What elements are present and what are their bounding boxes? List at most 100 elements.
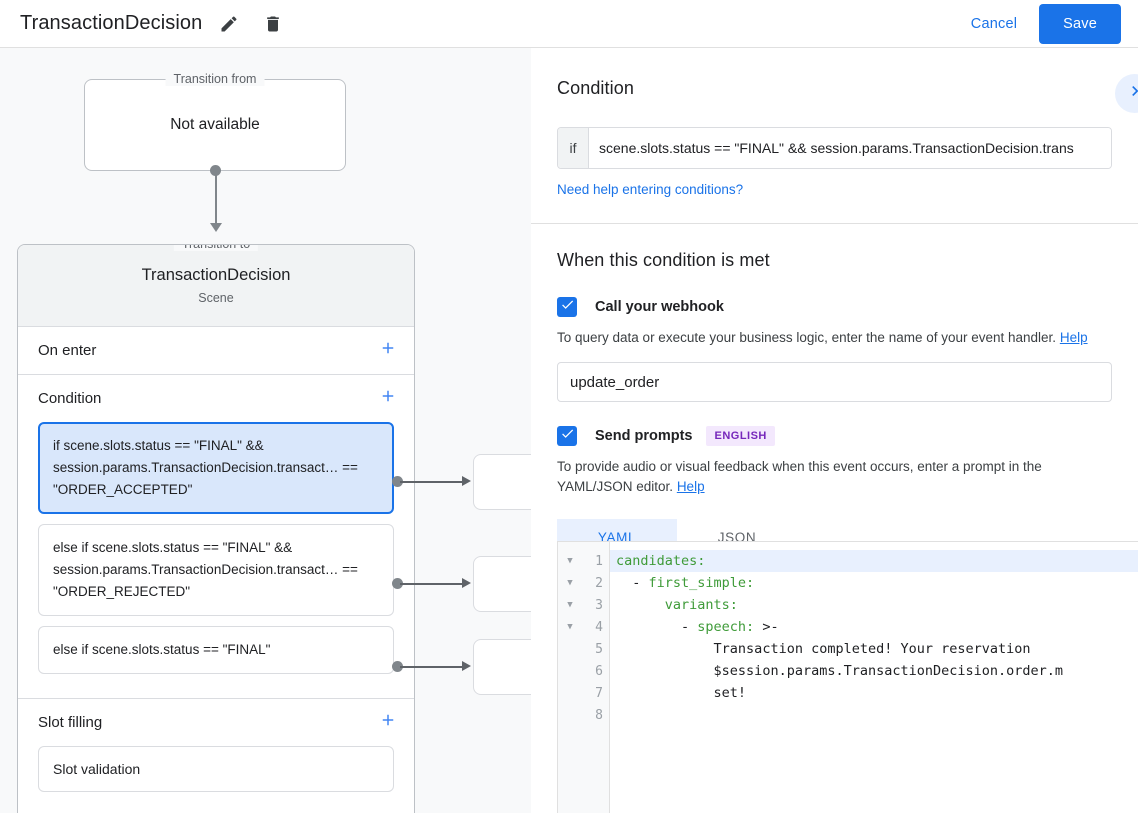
- prompts-hint-text: To provide audio or visual feedback when…: [557, 459, 1042, 494]
- condition-heading: Condition: [557, 78, 634, 98]
- plus-icon: [379, 339, 397, 362]
- editor-gutter-row: ▼1: [558, 550, 609, 572]
- edge-line-condition-1: [400, 481, 465, 483]
- plus-icon: [379, 387, 397, 410]
- pencil-icon: [219, 14, 239, 34]
- panel-divider: [531, 223, 1138, 224]
- editor-code-line[interactable]: candidates:: [610, 550, 1138, 572]
- language-badge: ENGLISH: [706, 426, 775, 446]
- transition-from-value: Not available: [170, 116, 260, 133]
- edge-arrow-condition-2: [462, 578, 471, 588]
- condition-input-row[interactable]: if: [557, 127, 1112, 169]
- condition-input[interactable]: [589, 128, 1111, 168]
- editor-gutter-row: 5: [558, 638, 609, 660]
- condition-item-selected[interactable]: if scene.slots.status == "FINAL" && sess…: [38, 422, 394, 514]
- edit-name-button[interactable]: [212, 7, 246, 41]
- editor-gutter-row: 8: [558, 704, 609, 726]
- cancel-button[interactable]: Cancel: [959, 7, 1029, 41]
- chevron-right-icon: [1125, 81, 1138, 106]
- editor-line-number: 6: [595, 663, 603, 679]
- slot-validation-item[interactable]: Slot validation: [38, 746, 394, 792]
- editor-gutter-row: ▼4: [558, 616, 609, 638]
- yaml-key: variants:: [664, 597, 738, 613]
- section-on-enter: On enter: [18, 327, 414, 375]
- editor-gutter-row: ▼3: [558, 594, 609, 616]
- add-slot-filling-button[interactable]: [374, 709, 402, 737]
- page-title: TransactionDecision: [20, 12, 203, 34]
- condition-item[interactable]: else if scene.slots.status == "FINAL" &&…: [38, 524, 394, 616]
- call-webhook-row[interactable]: Call your webhook: [557, 297, 1112, 317]
- editor-code-area[interactable]: candidates: - first_simple: variants: - …: [610, 542, 1138, 813]
- call-webhook-checkbox[interactable]: [557, 297, 577, 317]
- condition-section: Condition if Need help entering conditio…: [531, 48, 1138, 223]
- editor-code-line[interactable]: set!: [713, 685, 747, 701]
- add-condition-button[interactable]: [374, 385, 402, 413]
- section-slot-filling: Slot filling Slot validation: [18, 699, 414, 806]
- target-node-1[interactable]: [473, 454, 531, 510]
- fold-triangle-icon[interactable]: ▼: [567, 556, 573, 566]
- target-node-2[interactable]: [473, 556, 531, 612]
- edge-arrow-condition-1: [462, 476, 471, 486]
- webhook-hint: To query data or execute your business l…: [557, 328, 1112, 348]
- transition-to-card[interactable]: Transition to TransactionDecision Scene …: [17, 244, 415, 813]
- editor-line-number: 7: [595, 685, 603, 701]
- trash-icon: [263, 14, 283, 34]
- yaml-key: speech:: [697, 619, 755, 635]
- yaml-key: first_simple:: [648, 575, 755, 591]
- transition-from-box[interactable]: Transition from Not available: [84, 72, 346, 171]
- if-label: if: [558, 128, 589, 168]
- plus-icon: [379, 711, 397, 734]
- transition-from-legend: Transition from: [165, 72, 265, 86]
- editor-code-line[interactable]: [610, 704, 1138, 726]
- prompts-help-link[interactable]: Help: [676, 479, 705, 494]
- editor-line-number: 8: [595, 707, 603, 723]
- editor-code-line[interactable]: - first_simple:: [616, 575, 755, 591]
- edge-arrow-condition-3: [462, 661, 471, 671]
- condition-title: Condition: [38, 390, 102, 407]
- slot-filling-title: Slot filling: [38, 714, 103, 731]
- when-condition-met-section: When this condition is met Call your web…: [531, 224, 1138, 555]
- editor-code-line[interactable]: $session.params.TransactionDecision.orde…: [713, 663, 1064, 679]
- editor-gutter-row: 7: [558, 682, 609, 704]
- check-icon: [560, 426, 575, 446]
- edge-line-condition-2: [400, 583, 465, 585]
- webhook-handler-input[interactable]: [557, 362, 1112, 402]
- connector-dot-from: [210, 165, 221, 176]
- fold-triangle-icon[interactable]: ▼: [567, 578, 573, 588]
- fold-triangle-icon[interactable]: ▼: [567, 622, 573, 632]
- webhook-help-link[interactable]: Help: [1059, 330, 1088, 345]
- fold-triangle-icon[interactable]: ▼: [567, 600, 573, 610]
- need-help-link[interactable]: Need help entering conditions?: [557, 182, 744, 197]
- send-prompts-checkbox[interactable]: [557, 426, 577, 446]
- edge-dot-condition-2: [392, 578, 403, 589]
- save-button[interactable]: Save: [1039, 3, 1121, 44]
- editor-code-line[interactable]: - speech: >-: [616, 619, 779, 635]
- edge-line-condition-3: [400, 666, 465, 668]
- webhook-hint-text: To query data or execute your business l…: [557, 330, 1057, 345]
- delete-button[interactable]: [256, 7, 290, 41]
- edge-dot-condition-1: [392, 476, 403, 487]
- transition-to-legend: Transition to: [173, 245, 259, 251]
- editor-line-number: 2: [595, 575, 603, 591]
- expand-panel-button[interactable]: [1115, 74, 1138, 113]
- section-condition: Condition if scene.slots.status == "FINA…: [18, 375, 414, 699]
- scene-card-header: TransactionDecision Scene: [18, 245, 414, 327]
- editor-line-number: 1: [595, 553, 603, 569]
- editor-code-line[interactable]: variants:: [610, 594, 1138, 616]
- call-webhook-label: Call your webhook: [595, 299, 724, 315]
- prompts-hint: To provide audio or visual feedback when…: [557, 457, 1112, 497]
- editor-line-number: 4: [595, 619, 603, 635]
- connector-arrowhead-down: [210, 223, 222, 232]
- editor-gutter-row: 6: [558, 660, 609, 682]
- editor-code-line[interactable]: Transaction completed! Your reservation: [713, 641, 1031, 657]
- scene-graph-canvas[interactable]: Transition from Not available Transition…: [0, 48, 531, 813]
- condition-item[interactable]: else if scene.slots.status == "FINAL": [38, 626, 394, 674]
- when-met-heading: When this condition is met: [557, 250, 770, 270]
- edge-dot-condition-3: [392, 661, 403, 672]
- target-node-3[interactable]: [473, 639, 531, 695]
- editor-gutter-row: ▼2: [558, 572, 609, 594]
- add-on-enter-button[interactable]: [374, 337, 402, 365]
- send-prompts-row[interactable]: Send prompts ENGLISH: [557, 426, 1112, 446]
- tab-json[interactable]: JSON: [717, 529, 757, 545]
